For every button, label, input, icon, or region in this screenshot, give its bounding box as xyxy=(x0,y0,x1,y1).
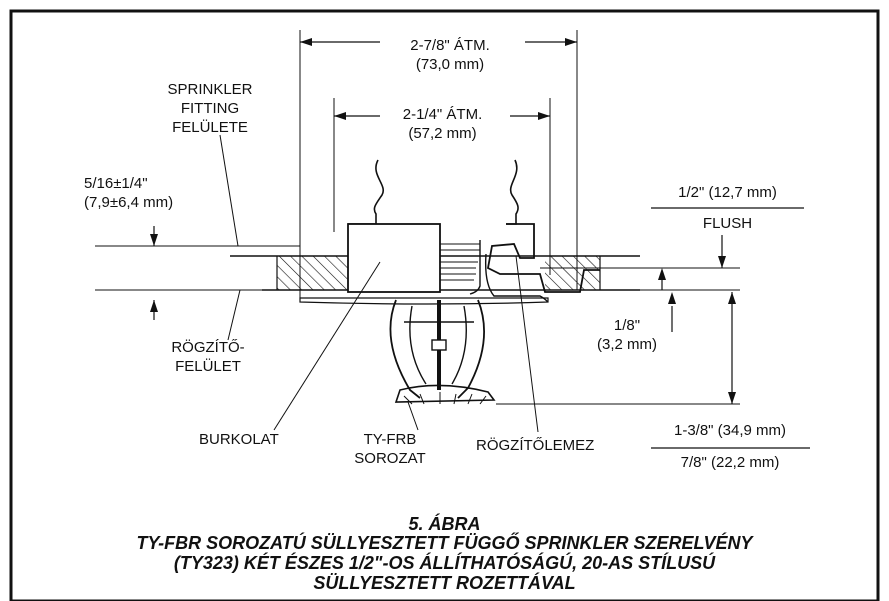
extension-lines xyxy=(299,30,578,300)
drop-max-label: 1-3/8" (34,9 mm) xyxy=(673,422,787,439)
sprinkler-fitting-line-1: SPRINKLER xyxy=(167,81,253,98)
leader-lines xyxy=(219,134,539,433)
eighth-inch-value: 1/8" xyxy=(613,317,641,334)
inner-diameter-value: 2-1/4" ÁTM. xyxy=(402,106,483,123)
eighth-inch-metric: (3,2 mm) xyxy=(597,336,657,353)
sprinkler-fitting-outline xyxy=(348,159,519,225)
left-offset-dimension xyxy=(95,226,300,320)
series-line-1: TY-FRB xyxy=(363,431,417,448)
inner-diameter-label: 2-1/4" ÁTM. (57,2 mm) xyxy=(375,105,510,143)
figure-caption-line-3: SÜLLYESZTETT ROZETTÁVAL xyxy=(313,573,576,593)
offset-value: 5/16±1/4" xyxy=(84,175,148,192)
figure-border xyxy=(9,9,880,601)
outer-diameter-label: 2-7/8" ÁTM. (73,0 mm) xyxy=(375,36,525,74)
cover-label: BURKOLAT xyxy=(199,431,279,448)
sprinkler-frame xyxy=(389,299,496,405)
offset-label: 5/16±1/4" (7,9±6,4 mm) xyxy=(84,174,173,212)
half-inch-label: 1/2" (12,7 mm) xyxy=(678,184,777,201)
retaining-plate-label: RÖGZÍTŐLEMEZ xyxy=(476,437,595,454)
flush-label: FLUSH xyxy=(702,215,753,232)
inner-diameter-dimension xyxy=(334,112,550,120)
thread-area xyxy=(440,240,481,295)
outer-diameter-metric: (73,0 mm) xyxy=(415,56,485,73)
figure-caption-line-1: TY-FBR SOROZATÚ SÜLLYESZTETT FÜGGŐ SPRIN… xyxy=(136,533,753,553)
sprinkler-fitting-line-2: FITTING xyxy=(180,100,240,117)
drop-min-label: 7/8" (22,2 mm) xyxy=(680,454,780,471)
mounting-surface-label: RÖGZÍTŐ- FELÜLET xyxy=(158,338,258,376)
series-line-2: SOROZAT xyxy=(354,450,426,467)
outer-diameter-value: 2-7/8" ÁTM. xyxy=(410,37,490,54)
retaining-plate xyxy=(486,223,600,293)
offset-metric: (7,9±6,4 mm) xyxy=(84,194,174,211)
sprinkler-fitting-line-3: FELÜLETE xyxy=(172,119,248,136)
right-dimension-lines xyxy=(496,207,810,449)
figure-number: 5. ÁBRA xyxy=(408,514,481,534)
sprinkler-fitting-label: SPRINKLER FITTING FELÜLETE xyxy=(150,80,270,137)
eighth-inch-label: 1/8" (3,2 mm) xyxy=(582,316,672,354)
mounting-surface-line-1: RÖGZÍTŐ- xyxy=(171,339,245,356)
outer-diameter-dimension xyxy=(300,38,577,46)
cover-body xyxy=(347,223,441,293)
figure-caption-line-2: (TY323) KÉT ÉSZES 1/2"-OS ÁLLÍTHATÓSÁGÚ,… xyxy=(173,553,716,573)
mounting-surface-line-2: FELÜLET xyxy=(175,358,241,375)
inner-diameter-metric: (57,2 mm) xyxy=(408,125,477,142)
ceiling-slab xyxy=(230,255,640,291)
series-label: TY-FRB SOROZAT xyxy=(345,430,435,468)
